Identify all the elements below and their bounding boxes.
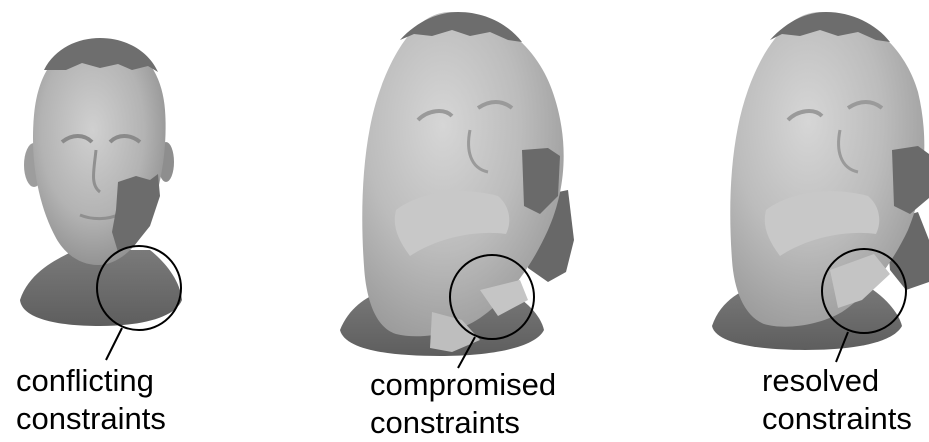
head-resolved [712, 12, 929, 362]
head-conflicting [20, 38, 182, 360]
caption-compromised-line1: compromised [370, 366, 556, 404]
hair-conflicting [44, 38, 158, 72]
caption-conflicting-line1: conflicting [16, 362, 166, 400]
constraint-patch-conflicting [112, 174, 160, 252]
caption-conflicting-line2: constraints [16, 400, 166, 438]
caption-resolved-line2: constraints [762, 400, 912, 438]
caption-compromised-line2: constraints [370, 404, 556, 442]
caption-conflicting: conflicting constraints [16, 362, 166, 438]
caption-resolved-line1: resolved [762, 362, 912, 400]
conflict-pointer [106, 328, 122, 360]
head-compromised [340, 12, 574, 368]
caption-resolved: resolved constraints [762, 362, 912, 438]
caption-compromised: compromised constraints [370, 366, 556, 442]
